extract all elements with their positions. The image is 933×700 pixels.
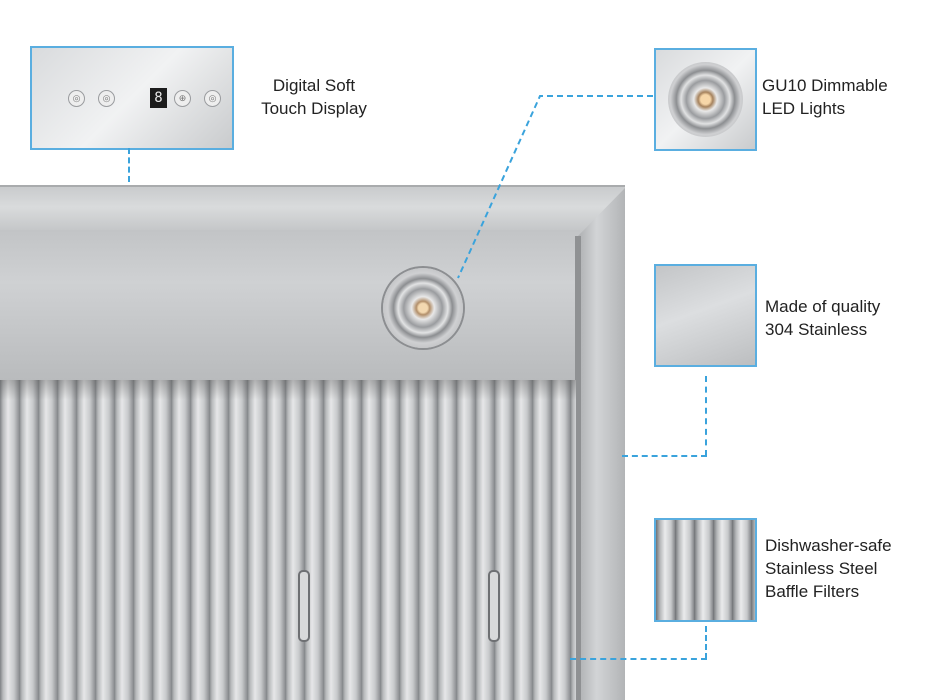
steel-callout-horizontal bbox=[622, 455, 707, 457]
filters-label-line-1: Dishwasher-safe bbox=[765, 536, 892, 555]
fan-icon: ◎ bbox=[68, 90, 85, 107]
steel-callout-vertical bbox=[705, 376, 707, 456]
plus-icon: ⊕ bbox=[174, 90, 191, 107]
steel-label: Made of quality 304 Stainless bbox=[765, 295, 930, 341]
led-label: GU10 Dimmable LED Lights bbox=[762, 74, 930, 120]
hood-inner-edge bbox=[575, 236, 581, 700]
display-label-line-1: Digital Soft bbox=[272, 76, 356, 95]
filters-callout-vertical bbox=[705, 626, 707, 659]
led-closeup bbox=[668, 62, 743, 137]
baffle-detail-box bbox=[654, 518, 757, 622]
control-panel: ◎ ◎ 8 ⊕ ◎ bbox=[68, 88, 221, 110]
led-light bbox=[383, 268, 463, 348]
steel-detail-box bbox=[654, 264, 757, 367]
display-digit: 8 bbox=[150, 88, 167, 108]
baffle-filters bbox=[0, 380, 576, 700]
filters-label-line-2: Stainless Steel bbox=[765, 559, 878, 578]
display-label: Digital Soft Touch Display bbox=[246, 74, 382, 120]
led-callout-line bbox=[457, 95, 653, 279]
display-label-line-2: Touch Display bbox=[261, 99, 367, 118]
led-label-line-2: LED Lights bbox=[762, 99, 846, 118]
display-detail-box: ◎ ◎ 8 ⊕ ◎ bbox=[30, 46, 234, 150]
filter-handle-right bbox=[488, 570, 500, 642]
filter-handle-left bbox=[298, 570, 310, 642]
minus-icon: ◎ bbox=[98, 90, 115, 107]
light-icon: ◎ bbox=[204, 90, 221, 107]
steel-label-line-1: Made of quality bbox=[765, 297, 881, 316]
hood-side-panel bbox=[578, 188, 625, 700]
hood-top-panel bbox=[0, 185, 625, 237]
filters-callout-horizontal bbox=[570, 658, 707, 660]
display-callout-line bbox=[128, 148, 130, 182]
filters-label: Dishwasher-safe Stainless Steel Baffle F… bbox=[765, 534, 930, 603]
hood-front-panel bbox=[0, 230, 580, 383]
led-label-line-1: GU10 Dimmable bbox=[762, 76, 888, 95]
filters-label-line-3: Baffle Filters bbox=[765, 582, 860, 601]
steel-label-line-2: 304 Stainless bbox=[765, 320, 868, 339]
led-detail-box bbox=[654, 48, 757, 151]
baffle-shadow bbox=[0, 380, 576, 400]
